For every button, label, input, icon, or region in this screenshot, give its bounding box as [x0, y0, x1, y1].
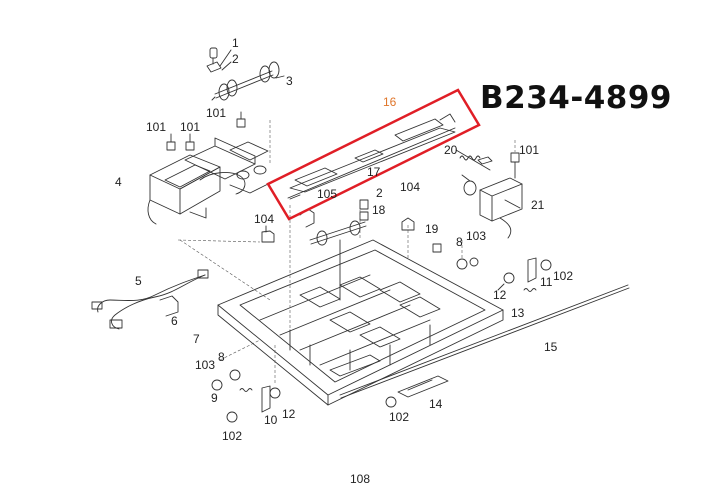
callout-4: 4 — [115, 175, 122, 189]
callout-12: 12 — [282, 407, 296, 421]
cover-plate — [397, 375, 449, 398]
callout-7: 7 — [193, 332, 200, 346]
wire-harness — [91, 269, 209, 330]
callout-104: 104 — [254, 212, 275, 226]
callout-11: 11 — [540, 275, 553, 289]
callout-12: 12 — [493, 288, 507, 302]
callout-102: 102 — [222, 429, 243, 443]
paper-tray — [217, 239, 504, 406]
rod — [339, 284, 629, 396]
callout-17: 17 — [367, 165, 381, 179]
roller-shaft-assembly — [206, 47, 285, 101]
callout-13: 13 — [511, 306, 525, 320]
callout-101: 101 — [180, 120, 201, 134]
callout-1: 1 — [232, 36, 239, 50]
callout-103: 103 — [195, 358, 216, 372]
highlight-box — [266, 88, 481, 221]
lower-left-parts — [211, 369, 397, 423]
callout-101: 101 — [146, 120, 167, 134]
callout-102: 102 — [389, 410, 410, 424]
rod — [340, 287, 630, 399]
callout-2: 2 — [376, 186, 383, 200]
callout-2: 2 — [232, 52, 239, 66]
callout-6: 6 — [171, 314, 178, 328]
callout-8: 8 — [218, 350, 225, 364]
part-number-label: B234-4899 — [480, 80, 672, 116]
callout-9: 9 — [211, 391, 218, 405]
callout-105: 105 — [317, 187, 338, 201]
bracket — [261, 225, 275, 243]
callout-21: 21 — [531, 198, 545, 212]
callout-102: 102 — [553, 269, 574, 283]
callout-14: 14 — [429, 397, 443, 411]
callout-18: 18 — [372, 203, 386, 217]
feed-roller-shaft — [309, 199, 369, 246]
solenoid-unit — [455, 149, 523, 239]
callout-16: 16 — [383, 95, 397, 109]
spring — [459, 155, 481, 161]
callout-103: 103 — [466, 229, 487, 243]
callout-3: 3 — [286, 74, 293, 88]
callout-5: 5 — [135, 274, 142, 288]
callout-10: 10 — [264, 413, 278, 427]
callout-104: 104 — [400, 180, 421, 194]
drive-unit-assembly — [147, 111, 271, 225]
small-part — [432, 243, 442, 253]
callout-101: 101 — [206, 106, 227, 120]
paper-guide-plate — [287, 113, 456, 200]
cover-plate — [407, 379, 433, 391]
callout-8: 8 — [456, 235, 463, 249]
page-number: 108 — [350, 472, 371, 486]
callout-15: 15 — [544, 340, 558, 354]
right-side-parts — [456, 257, 552, 292]
callout-19: 19 — [425, 222, 439, 236]
bracket — [401, 217, 415, 231]
callout-20: 20 — [444, 143, 458, 157]
callout-101: 101 — [519, 143, 540, 157]
